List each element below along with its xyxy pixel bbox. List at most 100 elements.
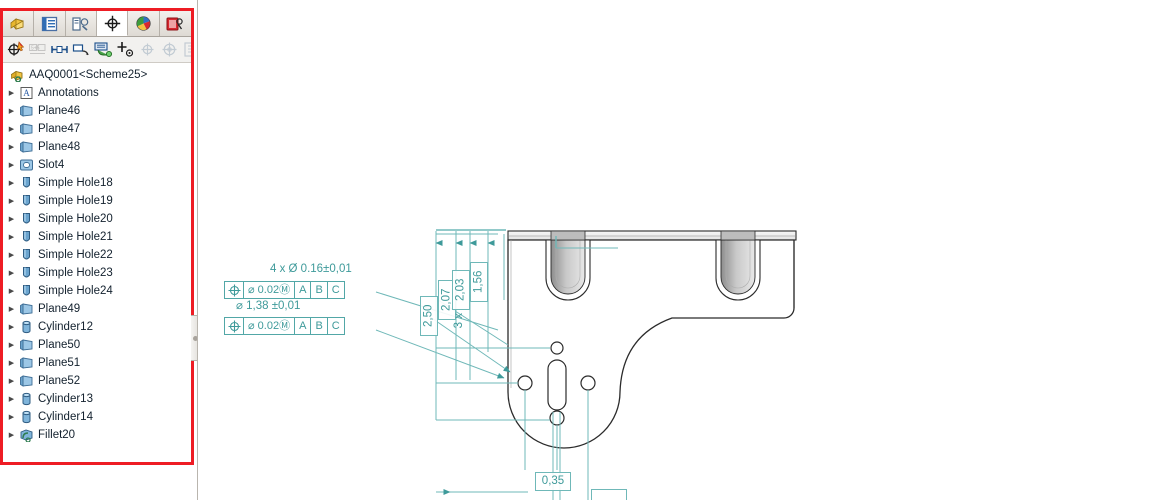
basic-location-dimension-button[interactable]: 5+5	[28, 40, 47, 60]
tree-item-slot4[interactable]: ▶Slot4	[3, 156, 191, 174]
svg-text:5+5: 5+5	[31, 45, 40, 51]
copy-scheme-icon	[184, 42, 191, 57]
tolerance-value-cell-1: ⌀ 0.02Ⓜ	[244, 282, 296, 298]
pattern-feature-button[interactable]	[138, 40, 157, 60]
tree-expander-icon[interactable]: ▶	[8, 233, 15, 241]
dimension-box-1-56[interactable]: 1,56	[470, 262, 488, 302]
tree-expander-icon[interactable]: ▶	[8, 377, 15, 385]
geometric-tolerance-button[interactable]	[116, 40, 135, 60]
tree-item-label: Plane46	[38, 105, 81, 117]
dimension-box-clipped[interactable]	[591, 489, 627, 500]
dimension-box-2-50[interactable]: 2,50	[420, 296, 438, 336]
tree-item-label: Plane52	[38, 375, 81, 387]
tree-item-label: Plane50	[38, 339, 81, 351]
tree-expander-icon[interactable]: ▶	[8, 89, 15, 97]
datum-a-cell-1: A	[295, 282, 312, 298]
show-tolerance-status-button[interactable]	[160, 40, 179, 60]
tree-item-plane49[interactable]: ▶ Plane49	[3, 300, 191, 318]
cad-model-view	[375, 229, 797, 500]
u-slot-right	[715, 230, 761, 301]
tree-item-label: Fillet20	[38, 429, 76, 441]
tree-item-fillet20[interactable]: ▶ Fillet20	[3, 426, 191, 444]
tree-expander-icon[interactable]: ▶	[8, 107, 15, 115]
feature-manager-panel: 5+5	[0, 8, 194, 465]
tree-expander-icon[interactable]: ▶	[8, 143, 15, 151]
cylinder-icon	[18, 410, 35, 424]
tree-item-label: Plane49	[38, 303, 81, 315]
feature-manager-design-tree-tab[interactable]	[3, 11, 35, 36]
tree-expander-icon[interactable]: ▶	[8, 341, 15, 349]
location-dimension-button[interactable]	[72, 40, 91, 60]
render-manager-icon	[166, 17, 184, 30]
tree-item-simple-hole18[interactable]: ▶ Simple Hole18	[3, 174, 191, 192]
tree-item-plane51[interactable]: ▶ Plane51	[3, 354, 191, 372]
tree-item-plane48[interactable]: ▶Plane48	[3, 138, 191, 156]
tree-item-label: Simple Hole18	[38, 177, 113, 189]
tree-expander-icon[interactable]: ▶	[8, 359, 15, 367]
tree-expander-icon[interactable]: ▶	[8, 305, 15, 313]
tree-expander-icon[interactable]: ▶	[8, 323, 15, 331]
tree-item-plane47[interactable]: ▶Plane47	[3, 120, 191, 138]
datum-feature-button[interactable]	[94, 40, 113, 60]
tree-expander-icon[interactable]: ▶	[8, 215, 15, 223]
tree-item-simple-hole20[interactable]: ▶Simple Hole20	[3, 210, 191, 228]
tree-expander-icon[interactable]: ▶	[8, 287, 15, 295]
tree-item-plane52[interactable]: ▶ Plane52	[3, 372, 191, 390]
tree-expander-icon[interactable]: ▶	[8, 269, 15, 277]
simple-hole-icon	[18, 284, 35, 298]
simple-hole-icon	[18, 266, 35, 280]
tree-item-cylinder14[interactable]: ▶ Cylinder14	[3, 408, 191, 426]
tree-item-simple-hole23[interactable]: ▶ Simple Hole23	[3, 264, 191, 282]
dimension-box-0-35[interactable]: 0,35	[535, 472, 571, 491]
datum-b-cell-2: B	[311, 318, 328, 334]
dimxpert-manager-tab[interactable]	[97, 11, 129, 36]
tree-item-plane50[interactable]: ▶ Plane50	[3, 336, 191, 354]
property-manager-tab[interactable]	[34, 11, 66, 36]
datum-c-cell-2: C	[331, 319, 340, 332]
size-dimension-button[interactable]	[50, 40, 69, 60]
tree-expander-icon[interactable]: ▶	[8, 125, 15, 133]
tree-expander-icon[interactable]: ▶	[8, 431, 15, 439]
tree-item-simple-hole19[interactable]: ▶Simple Hole19	[3, 192, 191, 210]
tree-item-label: Simple Hole23	[38, 267, 113, 279]
tree-item-simple-hole22[interactable]: ▶Simple Hole22	[3, 246, 191, 264]
tree-item-cylinder12[interactable]: ▶Cylinder12	[3, 318, 191, 336]
display-manager-tab[interactable]	[128, 11, 160, 36]
position-symbol-icon	[225, 282, 244, 298]
pattern-feature-icon	[141, 43, 154, 56]
tree-item-label: Cylinder14	[38, 411, 93, 423]
splitter-grip-icon	[192, 335, 198, 341]
tree-expander-icon[interactable]: ▶	[8, 161, 15, 169]
render-manager-tab[interactable]	[159, 11, 191, 36]
tree-expander-icon[interactable]: ▶	[8, 197, 15, 205]
tree-expander-icon[interactable]: ▶	[8, 179, 15, 187]
dimension-box-2-03[interactable]: 2,03	[452, 270, 470, 310]
tree-expander-icon[interactable]: ▶	[8, 251, 15, 259]
tree-expander-icon[interactable]: ▶	[8, 413, 15, 421]
tree-item-label: Plane51	[38, 357, 81, 369]
feature-control-frame-holes[interactable]: ⌀ 0.02Ⓜ A B C	[224, 281, 345, 299]
simple-hole-icon	[18, 176, 35, 190]
feature-control-frame-bore[interactable]: ⌀ 0.02Ⓜ A B C	[224, 317, 345, 335]
plane-icon	[18, 338, 35, 352]
hole-top	[550, 341, 564, 355]
position-symbol-icon	[225, 318, 244, 334]
copy-scheme-button[interactable]	[182, 40, 191, 60]
tree-item-plane46[interactable]: ▶ Plane46	[3, 102, 191, 120]
tree-item-cylinder13[interactable]: ▶Cylinder13	[3, 390, 191, 408]
graphics-area[interactable]: 4 x Ø 0.16±0,01 ⌀ 0.02Ⓜ A B C ⌀ 1,38 ±0,…	[198, 0, 1170, 500]
dimxpert-icon	[104, 15, 120, 31]
tree-root-node[interactable]: AAQ0001<Scheme25>	[3, 66, 191, 84]
tolerance-status-icon	[162, 42, 177, 57]
tree-item-simple-hole21[interactable]: ▶Simple Hole21	[3, 228, 191, 246]
auto-dimension-scheme-button[interactable]	[6, 40, 25, 60]
tree-item-simple-hole24[interactable]: ▶Simple Hole24	[3, 282, 191, 300]
tree-expander-icon[interactable]: ▶	[8, 395, 15, 403]
hole-left	[517, 375, 533, 391]
configuration-manager-tab[interactable]	[65, 11, 98, 36]
hole-right	[580, 375, 596, 391]
